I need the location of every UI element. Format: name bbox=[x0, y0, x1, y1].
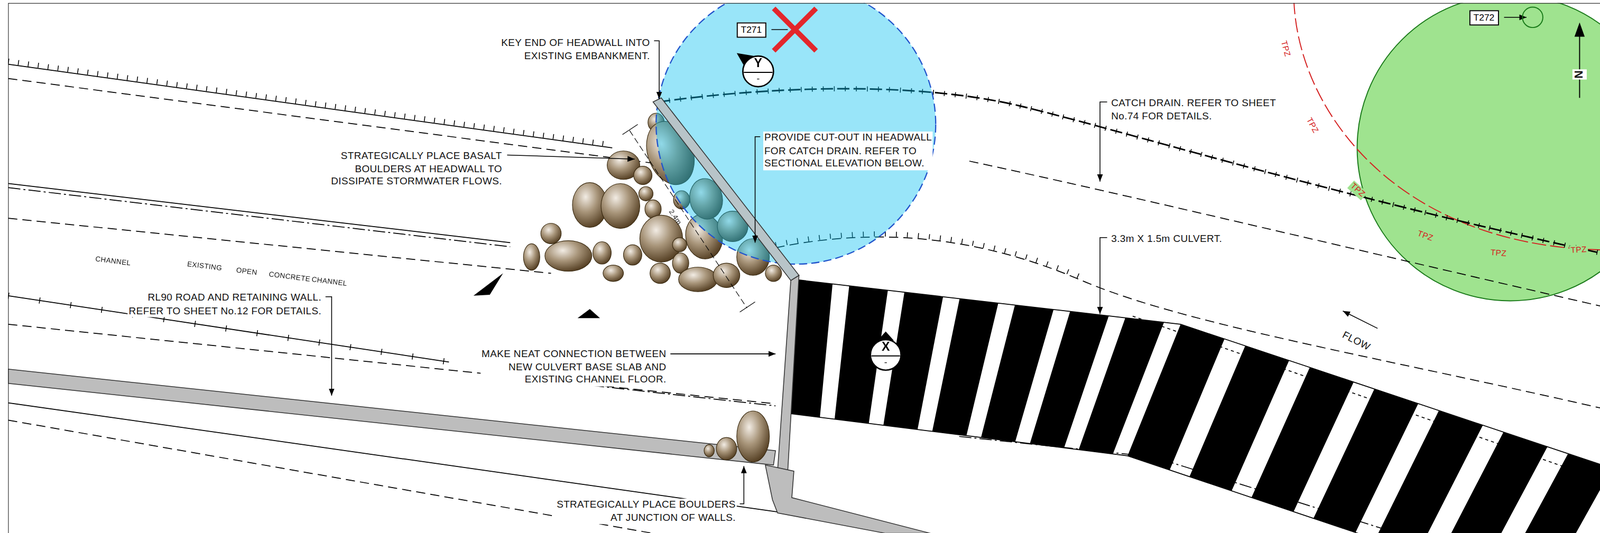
dimension-line bbox=[622, 124, 756, 313]
callout-note: RL90 ROAD AND RETAINING WALL. REFER TO S… bbox=[127, 291, 323, 318]
channel-text: OPEN bbox=[234, 266, 259, 279]
tree-removal-cross bbox=[775, 10, 815, 49]
headwall bbox=[653, 97, 800, 281]
channel-text: EXISTING bbox=[185, 260, 224, 274]
callout-note: PROVIDE CUT-OUT IN HEADWALL FOR CATCH DR… bbox=[763, 131, 933, 171]
tree-tag-box: T272 bbox=[1469, 10, 1499, 26]
tree-protection-zone bbox=[655, 3, 936, 265]
section-arrows bbox=[473, 52, 894, 341]
channel-text: CHANNEL bbox=[310, 275, 349, 289]
tpz-label: TPZ bbox=[1488, 247, 1508, 260]
tree-symbol bbox=[1522, 7, 1543, 29]
walls bbox=[7, 275, 931, 533]
tpz-boundary bbox=[1293, 3, 1600, 251]
section-marker: X- bbox=[869, 338, 903, 372]
north-label: N bbox=[1572, 69, 1587, 80]
sheet-frame bbox=[7, 3, 1600, 533]
tpz-label: TPZ bbox=[1278, 38, 1293, 59]
north-arrow bbox=[1574, 22, 1585, 98]
sheet-reference: - bbox=[741, 73, 775, 84]
tree-protection-zone bbox=[1357, 3, 1600, 302]
tpz-label: TPZ bbox=[1303, 115, 1321, 136]
callout-note: CATCH DRAIN. REFER TO SHEET No.74 FOR DE… bbox=[1110, 96, 1278, 123]
callout-note: STRATEGICALLY PLACE BASALT BOULDERS AT H… bbox=[329, 150, 503, 189]
culvert-cells bbox=[785, 279, 1600, 533]
section-marker: Y- bbox=[741, 54, 775, 88]
section-divider bbox=[871, 355, 901, 357]
section-letter: X bbox=[869, 340, 903, 355]
channel-text: CHANNEL bbox=[93, 255, 133, 269]
flow-label: FLOW bbox=[1338, 328, 1374, 355]
tree-tag: T271 bbox=[741, 24, 763, 35]
sheet-reference: - bbox=[869, 357, 903, 368]
callout-note: 3.3m X 1.5m CULVERT. bbox=[1110, 232, 1224, 246]
callout-note: KEY END OF HEADWALL INTO EXISTING EMBANK… bbox=[500, 36, 651, 63]
channel-text: CONCRETE bbox=[267, 270, 312, 285]
tree-tag-box: T271 bbox=[736, 22, 766, 38]
callout-note: STRATEGICALLY PLACE BOULDERS AT JUNCTION… bbox=[555, 498, 737, 525]
callout-note: MAKE NEAT CONNECTION BETWEEN NEW CULVERT… bbox=[480, 347, 668, 387]
section-letter: Y bbox=[741, 57, 775, 71]
channel-lines bbox=[7, 61, 1600, 533]
section-divider bbox=[743, 71, 773, 73]
tpz-label: TPZ bbox=[1569, 244, 1588, 256]
tree-tag: T272 bbox=[1473, 12, 1495, 23]
leader-lines bbox=[325, 17, 1527, 505]
